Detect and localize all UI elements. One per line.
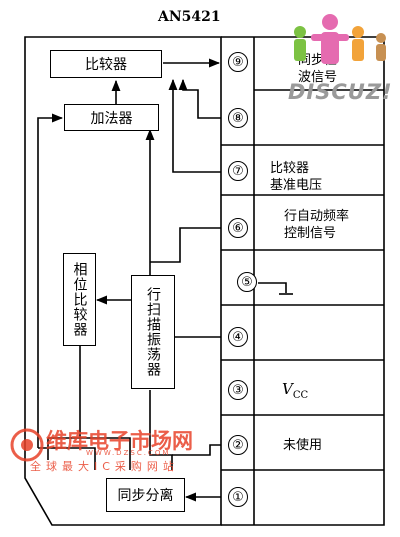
ground-symbol (258, 282, 287, 293)
pin-6-number: ⑥ (228, 218, 248, 238)
chip-outline (24, 36, 222, 526)
adder-block: 加法器 (64, 104, 159, 131)
pin-8-number: ⑧ (228, 108, 248, 128)
pin-9-number: ⑨ (228, 52, 248, 72)
pin-4-number: ④ (228, 327, 248, 347)
weiku-url-watermark: WWW.DZSC.COM (86, 449, 171, 457)
discuz-watermark: DISCUZ! (288, 80, 393, 104)
chip-title: AN5421 (158, 9, 221, 25)
vcc-label: VCC (282, 380, 309, 401)
weiku-logo-icon (10, 428, 44, 462)
weiku-slogan-watermark: 全球最大IC采购网站 (30, 460, 179, 473)
line-oscillator-block: 行扫描振荡器 (131, 275, 175, 389)
pin-2-desc: 未使用 (283, 438, 323, 453)
comparator-block: 比较器 (50, 50, 162, 78)
weiku-brand-watermark: 维库电子市场网 (46, 429, 193, 453)
pin-5-number: ⑤ (237, 272, 257, 292)
pin-2-number: ② (228, 435, 248, 455)
pin-3-number: ③ (228, 380, 248, 400)
pin-6-desc: 行自动频率 控制信号 (284, 209, 350, 241)
phase-comparator-block: 相位比较器 (63, 253, 96, 346)
pin-1-number: ① (228, 487, 248, 507)
pin-7-desc: 比较器 基准电压 (270, 161, 323, 193)
pin-7-number: ⑦ (228, 161, 248, 181)
sync-separator-block: 同步分离 (106, 478, 185, 512)
discuz-mascot-icon (294, 14, 386, 64)
